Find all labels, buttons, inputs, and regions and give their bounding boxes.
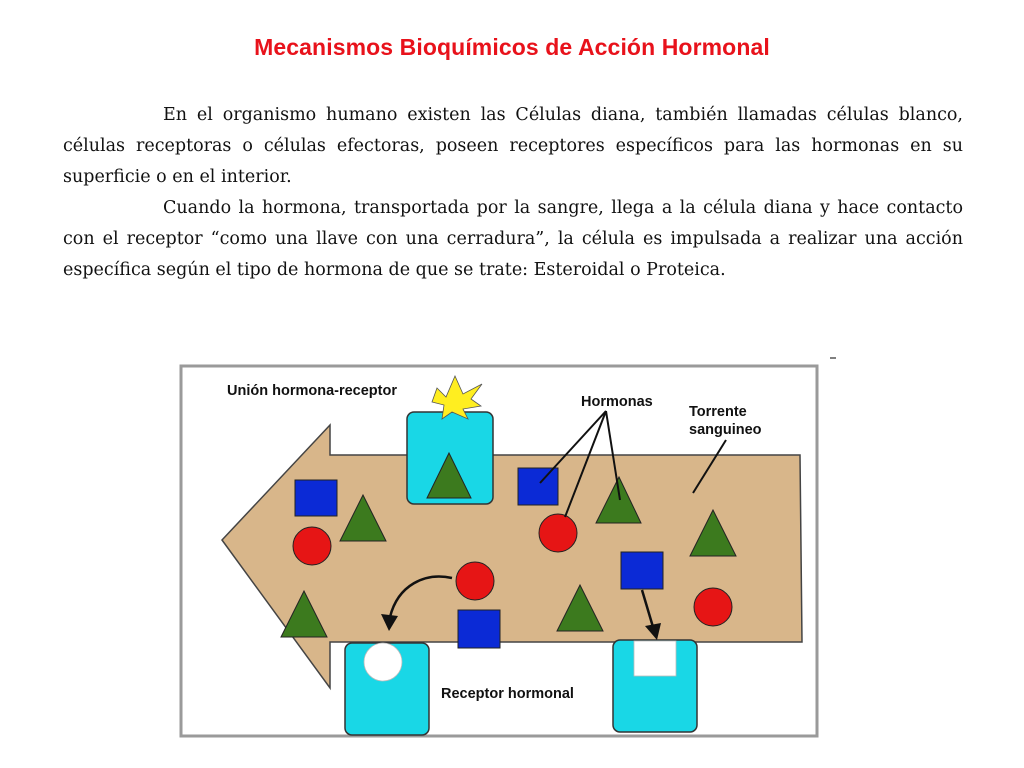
bound-triangle-hormone xyxy=(426,451,472,499)
triangle-hormone xyxy=(689,508,737,557)
label-hormones: Hormonas xyxy=(581,394,653,410)
triangle-hormone xyxy=(556,583,604,632)
circle-hormone xyxy=(455,561,495,601)
binding-spark-icon xyxy=(431,375,483,420)
square-hormone xyxy=(294,479,338,517)
label-binding: Unión hormona-receptor xyxy=(227,383,397,399)
bloodstream-pointer-line xyxy=(692,439,727,494)
circle-hormone xyxy=(693,587,733,627)
square-hormone xyxy=(457,609,501,649)
label-receptor: Receptor hormonal xyxy=(441,686,574,702)
paragraph-target-cells: En el organismo humano existen las Célul… xyxy=(63,105,963,187)
hormones-pointer-line xyxy=(564,410,607,518)
bloodstream-arrow xyxy=(221,423,803,691)
body-text: En el organismo humano existen las Célul… xyxy=(63,100,963,286)
label-bloodstream-1: Torrente xyxy=(689,404,747,420)
label-bloodstream-2: sanguineo xyxy=(689,422,762,438)
hormones-pointer-line xyxy=(539,410,607,484)
circle-hormone xyxy=(292,526,332,566)
straight-arrowhead-icon xyxy=(645,623,661,640)
page-title: Mecanismos Bioquímicos de Acción Hormona… xyxy=(254,34,770,60)
straight-arrow xyxy=(640,589,655,628)
square-hormone xyxy=(620,551,664,590)
receptor-site-square xyxy=(633,640,677,677)
circle-hormone xyxy=(538,513,578,553)
triangle-hormone xyxy=(339,493,387,542)
triangle-hormone xyxy=(280,589,328,638)
curved-arrowhead-icon xyxy=(381,614,398,631)
hormones-pointer-line xyxy=(605,410,621,501)
curved-arrow xyxy=(388,575,453,618)
triangle-hormone xyxy=(595,475,642,524)
receptor-site-circle xyxy=(363,642,403,682)
square-hormone xyxy=(517,467,559,506)
paragraph-hormone-action: Cuando la hormona, transportada por la s… xyxy=(63,198,963,280)
